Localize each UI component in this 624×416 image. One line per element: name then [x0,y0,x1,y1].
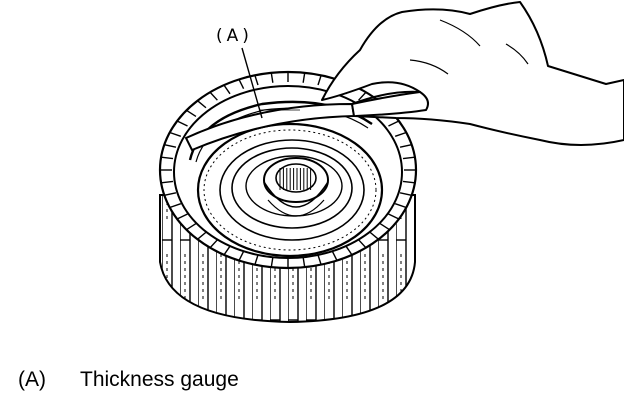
hub-splines [275,163,317,193]
clutch-drum-illustration [158,1,624,324]
legend: (A) Thickness gauge [18,368,239,392]
hand [321,1,624,146]
callout-leader-line [241,47,263,119]
callout-label-a: (A) [216,26,253,46]
legend-key: (A) [18,368,46,391]
legend-text: Thickness gauge [80,368,239,391]
